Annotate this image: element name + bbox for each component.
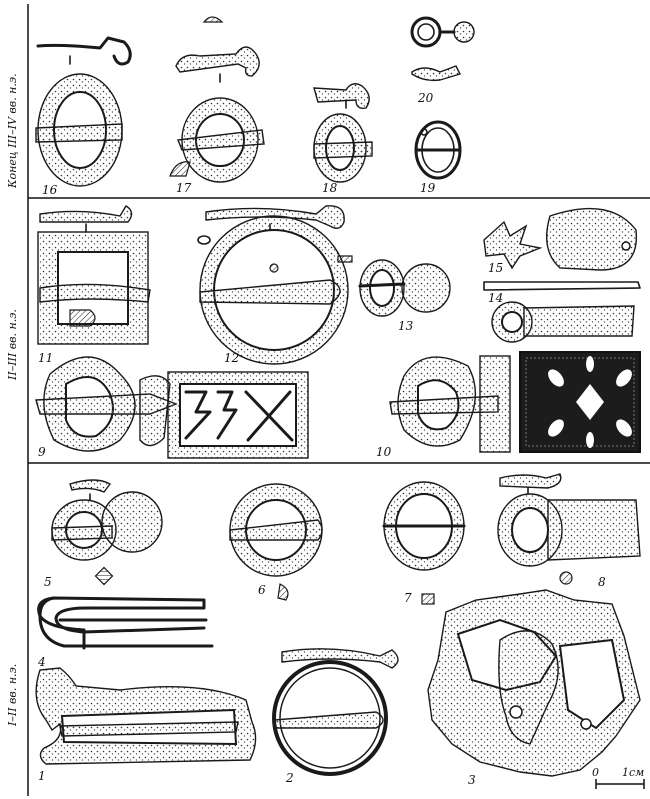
scale-unit-label: 1см — [622, 766, 645, 779]
buckle-9 — [35, 356, 309, 459]
buckle-10 — [389, 351, 641, 453]
buckle-6 — [229, 483, 323, 601]
figure-number-13: 13 — [398, 319, 414, 333]
figure-number-15: 15 — [488, 261, 504, 275]
buckle-18 — [313, 83, 373, 183]
buckle-19 — [414, 120, 462, 180]
buckle-16 — [35, 36, 132, 187]
buckle-7 — [382, 481, 466, 605]
figure-number-17: 17 — [176, 181, 192, 195]
buckle-4 — [37, 596, 214, 650]
buckle-8 — [497, 473, 641, 585]
buckle-15 — [483, 207, 638, 271]
figure-number-12: 12 — [224, 351, 240, 365]
figure-number-2: 2 — [286, 771, 294, 785]
figure-number-19: 19 — [420, 181, 436, 195]
figure-number-20: 20 — [418, 91, 434, 105]
period-label-middle: II–III вв. н.э. — [6, 309, 19, 380]
figure-number-11: 11 — [38, 351, 54, 365]
buckle-11 — [37, 205, 151, 345]
figure-number-14: 14 — [488, 291, 504, 305]
figure-number-18: 18 — [322, 181, 338, 195]
figure-number-7: 7 — [404, 591, 412, 605]
buckle-1 — [35, 667, 257, 765]
figure-number-10: 10 — [376, 445, 392, 459]
figure-number-9: 9 — [38, 445, 46, 459]
buckle-3 — [427, 589, 641, 777]
frame — [27, 4, 650, 796]
buckle-5 — [51, 479, 163, 586]
buckle-2 — [272, 648, 399, 776]
figure-number-1: 1 — [38, 769, 46, 783]
figure-number-5: 5 — [44, 575, 52, 589]
figure-number-16: 16 — [42, 183, 58, 197]
period-label-top: Конец III–IV вв. н.э. — [6, 73, 19, 188]
buckle-14 — [483, 281, 641, 343]
figure-number-8: 8 — [598, 575, 606, 589]
buckle-20 — [410, 16, 475, 82]
figure-number-3: 3 — [468, 773, 476, 787]
scale-zero-label: 0 — [592, 766, 599, 779]
period-label-bottom: I–II вв. н.э. — [6, 663, 19, 726]
figure-number-4: 4 — [38, 655, 46, 669]
scale-bar — [595, 779, 645, 789]
buckle-12 — [197, 205, 353, 365]
figure-number-6: 6 — [258, 583, 266, 597]
buckle-17 — [169, 16, 265, 183]
buckle-13 — [358, 259, 451, 317]
